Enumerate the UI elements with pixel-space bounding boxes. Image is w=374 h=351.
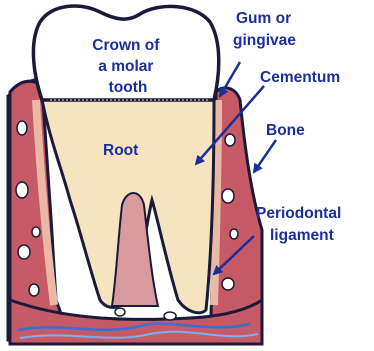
cementum-label: Cementum [260, 69, 340, 86]
bone-arrow [254, 140, 276, 172]
gum-label: Gum or gingivae [233, 10, 296, 49]
periodontal-ligament-label: Periodontal ligament [256, 205, 346, 244]
bone-label: Bone [266, 122, 305, 139]
root-label: Root [103, 142, 138, 159]
